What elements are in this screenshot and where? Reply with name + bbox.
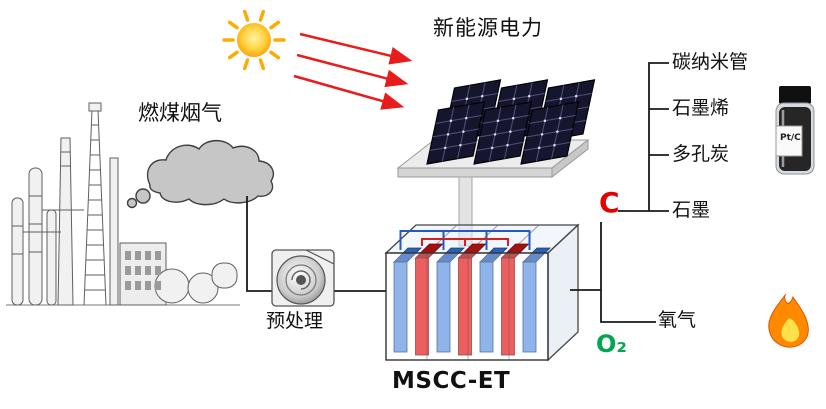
vial-label: Pt/C xyxy=(780,133,801,143)
red-wire xyxy=(421,238,509,246)
sunlight-arrows xyxy=(293,32,413,110)
solar-power-label: 新能源电力 xyxy=(433,16,543,40)
smoke-cloud-icon xyxy=(126,139,275,209)
vial-icon xyxy=(775,86,815,175)
factory-icon xyxy=(6,102,240,306)
reactor-name-label: MSCC-ET xyxy=(392,368,511,394)
factory-windows xyxy=(125,251,161,290)
product-label-carbon-nanotubes: 碳纳米管 xyxy=(672,51,749,73)
solar-panel-icon xyxy=(396,79,596,247)
flue-gas-label: 燃煤烟气 xyxy=(138,101,222,125)
product-label-graphene: 石墨烯 xyxy=(672,97,730,119)
oxygen-symbol: O₂ xyxy=(596,330,627,358)
output-lines xyxy=(570,62,669,323)
sun-icon xyxy=(222,9,286,71)
flow-lines xyxy=(246,196,386,292)
pretreatment-label: 预处理 xyxy=(266,310,324,332)
blower-icon xyxy=(271,249,335,307)
oxygen-product-label: 氧气 xyxy=(658,309,697,331)
product-label-porous-carbon: 多孔炭 xyxy=(672,143,730,165)
product-label-graphite: 石墨 xyxy=(672,199,711,221)
carbon-symbol: C xyxy=(599,186,620,219)
blue-wire xyxy=(399,230,531,250)
flame-icon xyxy=(768,293,809,348)
electrolyzer-icon xyxy=(384,223,580,362)
